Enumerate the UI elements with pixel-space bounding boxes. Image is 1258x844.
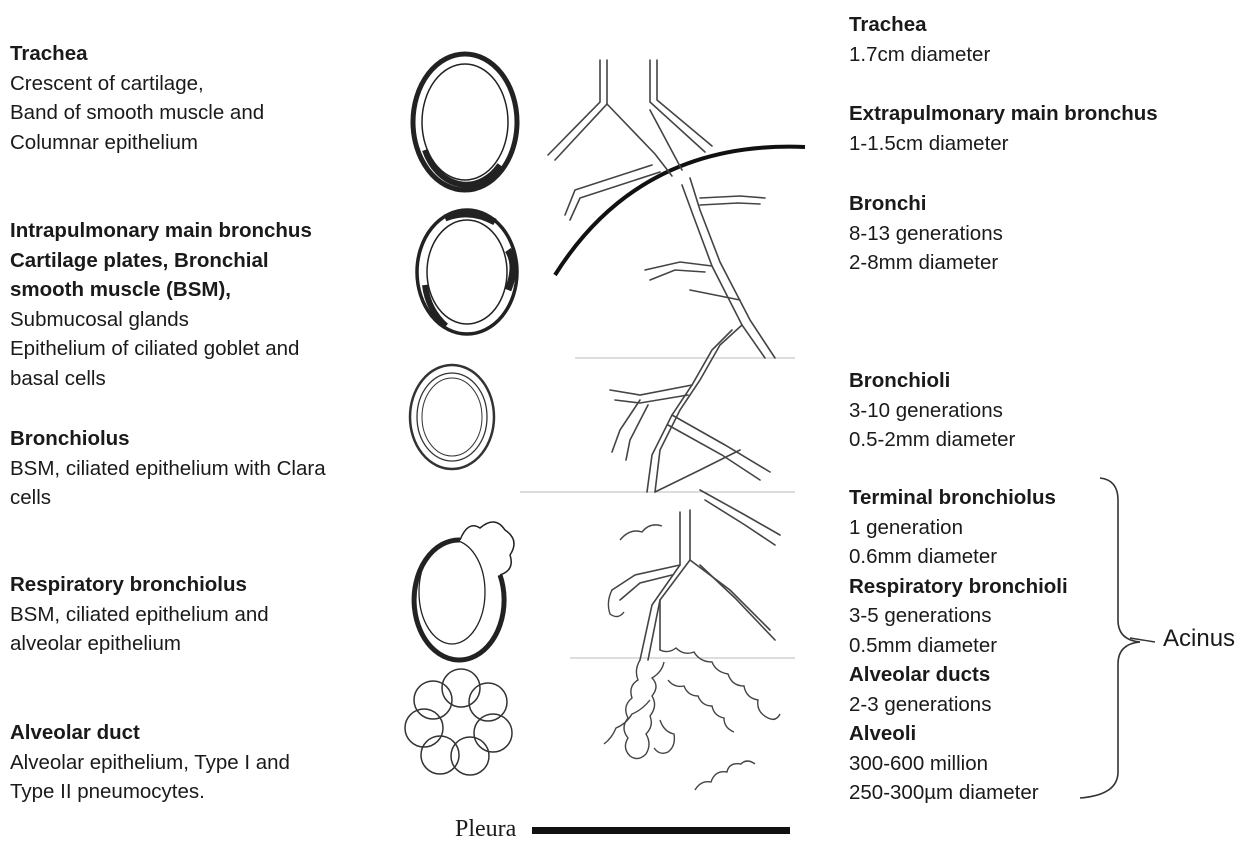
pleura-label: Pleura [455, 814, 516, 844]
alveolar-duct-title: Alveolar duct [10, 718, 290, 748]
main-bronchus-structure-label: Intrapulmonary main bronchus Cartilage p… [10, 216, 312, 393]
bronchi-size-label: Bronchi 8-13 generations 2-8mm diameter [849, 189, 1003, 278]
bronchioli-generations: 3-10 generations [849, 396, 1015, 426]
bronchiolus-structure-label: Bronchiolus BSM, ciliated epithelium wit… [10, 424, 326, 513]
main-bronchus-desc-2: Epithelium of ciliated goblet and [10, 334, 312, 364]
alveolar-duct-desc-1: Alveolar epithelium, Type I and [10, 748, 290, 778]
main-bronchus-desc-3: basal cells [10, 364, 312, 394]
alveolar-ducts-generations: 2-3 generations [849, 690, 1068, 720]
respiratory-bronchiolus-structure-label: Respiratory bronchiolus BSM, ciliated ep… [10, 570, 269, 659]
trachea-desc-1: Crescent of cartilage, [10, 69, 264, 99]
trachea-structure-label: Trachea Crescent of cartilage, Band of s… [10, 39, 264, 157]
bronchiolus-title: Bronchiolus [10, 424, 326, 454]
terminal-bronchiolus-diameter: 0.6mm diameter [849, 542, 1068, 572]
respiratory-bronchiolus-cross-section [414, 522, 514, 660]
respiratory-bronchiolus-title: Respiratory bronchiolus [10, 570, 269, 600]
trachea-desc-2: Band of smooth muscle and [10, 98, 264, 128]
alveolar-duct-structure-label: Alveolar duct Alveolar epithelium, Type … [10, 718, 290, 807]
bronchiolus-desc-2: cells [10, 483, 326, 513]
terminal-bronchiolus-generations: 1 generation [849, 513, 1068, 543]
alveolar-duct-desc-2: Type II pneumocytes. [10, 777, 290, 807]
alveoli-count: 300-600 million [849, 749, 1068, 779]
trachea-desc-3: Columnar epithelium [10, 128, 264, 158]
respiratory-bronchiolus-desc-1: BSM, ciliated epithelium and [10, 600, 269, 630]
respiratory-bronchioli-diameter: 0.5mm diameter [849, 631, 1068, 661]
bronchioli-size-label: Bronchioli 3-10 generations 0.5-2mm diam… [849, 366, 1015, 455]
bronchioli-diameter: 0.5-2mm diameter [849, 425, 1015, 455]
alveolar-duct-cross-section [405, 669, 512, 775]
acinus-size-labels: Terminal bronchiolus 1 generation 0.6mm … [849, 483, 1068, 808]
bronchi-diameter: 2-8mm diameter [849, 248, 1003, 278]
main-bronchus-cross-section [417, 210, 517, 334]
trachea-size-title: Trachea [849, 10, 990, 40]
bronchi-generations: 8-13 generations [849, 219, 1003, 249]
alveoli-diameter: 250-300µm diameter [849, 778, 1068, 808]
respiratory-bronchioli-generations: 3-5 generations [849, 601, 1068, 631]
bronchiolus-cross-section [410, 365, 494, 469]
alveolar-clusters [604, 525, 780, 790]
respiratory-bronchioli-title: Respiratory bronchioli [849, 572, 1068, 602]
main-bronchus-title-3: smooth muscle (BSM), [10, 275, 312, 305]
alveolar-ducts-title: Alveolar ducts [849, 660, 1068, 690]
acinus-label: Acinus [1163, 624, 1235, 654]
main-bronchus-title-2: Cartilage plates, Bronchial [10, 246, 312, 276]
bronchiolus-desc-1: BSM, ciliated epithelium with Clara [10, 454, 326, 484]
terminal-bronchiolus-title: Terminal bronchiolus [849, 483, 1068, 513]
trachea-size-label: Trachea 1.7cm diameter [849, 10, 990, 69]
extrapulmonary-bronchus-size-label: Extrapulmonary main bronchus 1-1.5cm dia… [849, 99, 1158, 158]
main-bronchus-title-1: Intrapulmonary main bronchus [10, 216, 312, 246]
extrapulmonary-bronchus-diameter: 1-1.5cm diameter [849, 129, 1158, 159]
pleura-line [532, 827, 790, 834]
bronchi-title: Bronchi [849, 189, 1003, 219]
trachea-title: Trachea [10, 39, 264, 69]
respiratory-bronchiolus-desc-2: alveolar epithelium [10, 629, 269, 659]
trachea-cross-section [413, 54, 517, 190]
main-bronchus-desc-1: Submucosal glands [10, 305, 312, 335]
bronchioli-title: Bronchioli [849, 366, 1015, 396]
alveoli-title: Alveoli [849, 719, 1068, 749]
trachea-diameter: 1.7cm diameter [849, 40, 990, 70]
extrapulmonary-bronchus-title: Extrapulmonary main bronchus [849, 99, 1158, 129]
